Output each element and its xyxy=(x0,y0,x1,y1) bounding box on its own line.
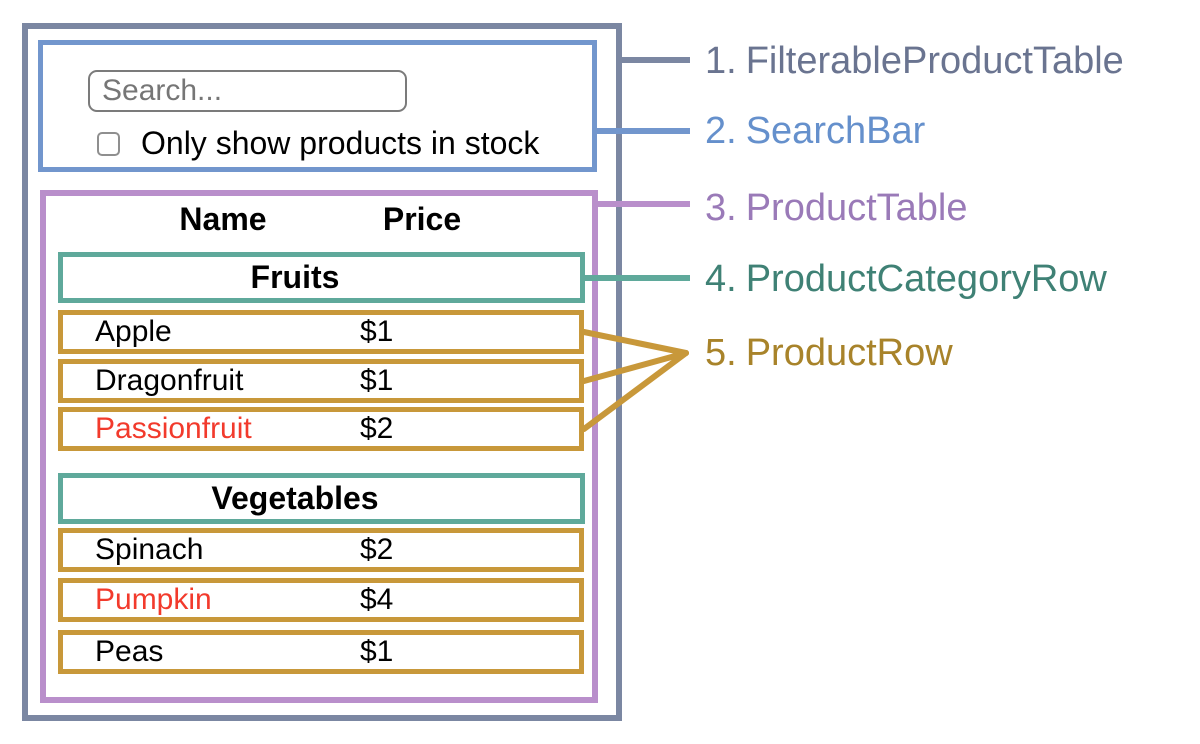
legend-number: 2. xyxy=(705,110,737,152)
product-name-out-of-stock: Pumpkin xyxy=(95,583,212,616)
legend-label: FilterableProductTable xyxy=(745,40,1124,82)
connector-line-product-table xyxy=(598,201,690,207)
product-row: Peas $1 xyxy=(58,630,584,674)
product-name-out-of-stock: Passionfruit xyxy=(95,412,252,445)
product-price: $4 xyxy=(360,583,394,616)
in-stock-checkbox[interactable] xyxy=(97,132,120,156)
product-price: $2 xyxy=(360,412,394,445)
product-row: Pumpkin $4 xyxy=(58,578,584,622)
legend-product-row: 5.ProductRow xyxy=(705,330,953,376)
legend-search-bar: 2.SearchBar xyxy=(705,108,925,154)
product-row: Passionfruit $2 xyxy=(58,407,584,451)
category-label: Fruits xyxy=(250,259,340,295)
connector-line-filterable-product-table xyxy=(622,57,690,63)
legend-label: ProductRow xyxy=(745,332,953,374)
category-label: Vegetables xyxy=(211,480,379,516)
legend-label: ProductTable xyxy=(745,187,968,229)
product-name: Peas xyxy=(95,635,164,668)
legend-product-table: 3.ProductTable xyxy=(705,185,968,231)
product-name: Dragonfruit xyxy=(95,364,244,397)
legend-number: 1. xyxy=(705,40,737,82)
product-row: Spinach $2 xyxy=(58,528,584,572)
search-input[interactable] xyxy=(88,70,407,112)
in-stock-checkbox-label: Only show products in stock xyxy=(141,125,540,161)
legend-number: 4. xyxy=(705,258,737,300)
legend-label: SearchBar xyxy=(745,110,926,152)
product-category-row-box: Vegetables xyxy=(58,473,585,524)
connector-line-product-category-row xyxy=(585,275,690,281)
product-price: $1 xyxy=(360,315,394,348)
product-row: Dragonfruit $1 xyxy=(58,359,584,403)
product-name: Spinach xyxy=(95,533,204,566)
product-table-box: Name Price Fruits Apple $1 Dragonfruit $… xyxy=(40,190,598,703)
legend-number: 5. xyxy=(705,332,737,374)
product-price: $1 xyxy=(360,364,394,397)
name-column-header: Name xyxy=(179,201,267,237)
legend-label: ProductCategoryRow xyxy=(745,258,1107,300)
product-price: $2 xyxy=(360,533,394,566)
search-bar-box: Only show products in stock xyxy=(38,40,597,172)
legend-product-category-row: 4.ProductCategoryRow xyxy=(705,256,1107,302)
product-category-row-box: Fruits xyxy=(58,252,585,303)
product-price: $1 xyxy=(360,635,394,668)
connector-line-search-bar xyxy=(597,128,690,134)
product-row: Apple $1 xyxy=(58,310,584,354)
legend-number: 3. xyxy=(705,187,737,229)
price-column-header: Price xyxy=(382,201,462,237)
product-name: Apple xyxy=(95,315,172,348)
legend-filterable-product-table: 1.FilterableProductTable xyxy=(705,38,1124,84)
